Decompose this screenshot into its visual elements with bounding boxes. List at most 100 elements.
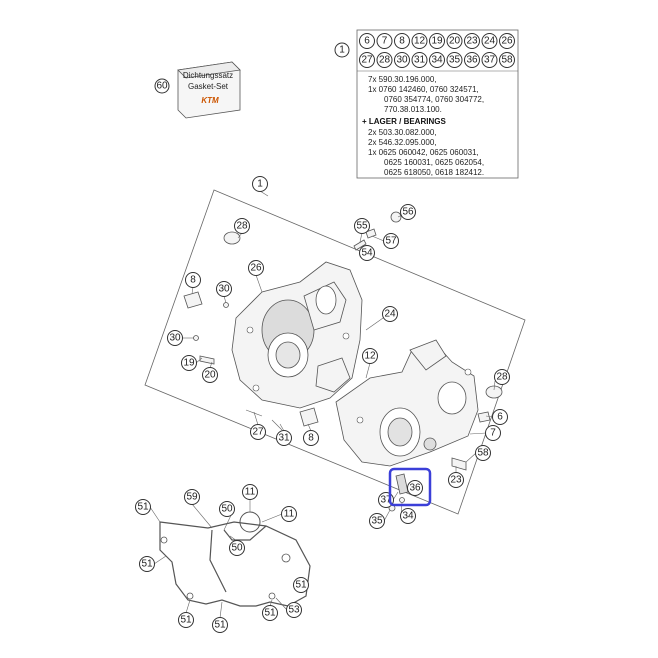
callout-30[interactable]: 30 (216, 281, 232, 297)
callout-51[interactable]: 51 (293, 577, 309, 593)
callout-26[interactable]: 26 (248, 260, 264, 276)
callout-19[interactable]: 19 (181, 355, 197, 371)
svg-text:1: 1 (257, 179, 263, 190)
callout-info-box[interactable]: 1 (334, 42, 350, 58)
callout-35[interactable]: 35 (369, 513, 385, 529)
info-ref-7[interactable]: 7 (376, 33, 393, 49)
callout-kit[interactable]: 60 (154, 78, 170, 94)
info-ref-8[interactable]: 8 (394, 33, 410, 49)
kit-brand-logo: KTM (201, 96, 219, 105)
callout-11[interactable]: 11 (281, 506, 297, 522)
spring-36-icon (395, 473, 409, 495)
svg-text:6: 6 (364, 36, 370, 47)
svg-text:51: 51 (141, 559, 153, 570)
info-ref-36[interactable]: 36 (464, 52, 480, 68)
svg-text:23: 23 (466, 36, 478, 47)
left-crankcase-half[interactable] (231, 261, 363, 409)
crankcase-group-outline (144, 189, 526, 515)
contents-line: 7x 590.30.196.000, (368, 75, 437, 84)
info-ref-58[interactable]: 58 (499, 52, 515, 68)
svg-text:26: 26 (250, 263, 262, 274)
callout-23[interactable]: 23 (448, 472, 464, 488)
callout-55[interactable]: 55 (354, 218, 370, 234)
info-ref-28[interactable]: 28 (376, 52, 393, 68)
callout-12[interactable]: 12 (362, 348, 378, 364)
svg-text:24: 24 (484, 36, 496, 47)
bearings-line: 0625 618050, 0618 182412. (384, 168, 484, 177)
callout-34[interactable]: 34 (400, 508, 416, 524)
callout-50[interactable]: 50 (219, 501, 235, 517)
callout-57[interactable]: 57 (383, 233, 399, 249)
info-ref-27[interactable]: 27 (359, 52, 375, 68)
svg-text:26: 26 (501, 36, 513, 47)
callout-6[interactable]: 6 (492, 409, 508, 425)
info-ref-24[interactable]: 24 (481, 33, 498, 49)
svg-text:19: 19 (431, 36, 443, 47)
callout-24[interactable]: 24 (382, 306, 398, 322)
callout-58[interactable]: 58 (475, 445, 491, 461)
svg-text:6: 6 (497, 412, 503, 423)
svg-text:51: 51 (264, 608, 276, 619)
callout-54[interactable]: 54 (359, 245, 375, 261)
callout-28[interactable]: 28 (494, 369, 510, 385)
svg-text:31: 31 (278, 433, 290, 444)
callout-27[interactable]: 27 (250, 424, 266, 440)
callout-7[interactable]: 7 (485, 425, 501, 441)
kit-label-line1: Dichtungssatz (183, 71, 233, 80)
callout-20[interactable]: 20 (202, 367, 218, 383)
callout-8[interactable]: 8 (185, 272, 201, 288)
gasket-kit[interactable]: Dichtungssatz Gasket-Set KTM (177, 61, 241, 119)
callout-8[interactable]: 8 (303, 430, 319, 446)
svg-text:60: 60 (156, 81, 168, 92)
svg-text:51: 51 (137, 502, 149, 513)
callout-36[interactable]: 36 (407, 480, 423, 496)
gasket-inner-icon (209, 529, 227, 593)
info-ref-26[interactable]: 26 (499, 33, 515, 49)
dowel-30-top-icon (223, 302, 229, 308)
gasket-outline-group[interactable] (149, 499, 311, 619)
svg-text:51: 51 (180, 615, 192, 626)
callout-51[interactable]: 51 (212, 617, 228, 633)
info-ref-30[interactable]: 30 (394, 52, 410, 68)
callout-51[interactable]: 51 (139, 556, 155, 572)
selection-highlight (388, 467, 432, 507)
callout-11[interactable]: 11 (242, 484, 258, 500)
svg-text:31: 31 (414, 55, 426, 66)
callout-30[interactable]: 30 (167, 330, 183, 346)
bushing-8-top-icon (183, 291, 203, 309)
svg-text:53: 53 (288, 605, 300, 616)
svg-text:7: 7 (490, 428, 496, 439)
callout-51[interactable]: 51 (135, 499, 151, 515)
callout-53[interactable]: 53 (286, 602, 302, 618)
callout-51[interactable]: 51 (262, 605, 278, 621)
callout-51[interactable]: 51 (178, 612, 194, 628)
callout-50[interactable]: 50 (229, 540, 245, 556)
bearings-line: 1x 0625 060042, 0625 060031, (368, 148, 479, 157)
info-ref-37[interactable]: 37 (481, 52, 498, 68)
info-ref-6[interactable]: 6 (359, 33, 375, 49)
callout-31[interactable]: 31 (276, 430, 292, 446)
bearings-line: 2x 503.30.082.000, (368, 128, 437, 137)
info-ref-20[interactable]: 20 (446, 33, 463, 49)
info-ref-35[interactable]: 35 (446, 52, 463, 68)
callout-56[interactable]: 56 (400, 204, 416, 220)
callout-59[interactable]: 59 (184, 489, 200, 505)
svg-text:12: 12 (414, 36, 426, 47)
info-ref-31[interactable]: 31 (411, 52, 428, 68)
callout-28[interactable]: 28 (234, 218, 250, 234)
svg-text:34: 34 (431, 55, 443, 66)
info-contents: 7x 590.30.196.000,1x 0760 142460, 0760 3… (362, 75, 484, 177)
svg-text:35: 35 (449, 55, 461, 66)
info-ref-12[interactable]: 12 (411, 33, 428, 49)
callouts-layer: 1 28 55 56 57 54 26 8 30 24 30 12 19 20 28 67 27 31 8 58 23 3… (135, 176, 510, 633)
info-ref-23[interactable]: 23 (464, 33, 480, 49)
info-ref-19[interactable]: 19 (429, 33, 445, 49)
info-ref-34[interactable]: 34 (429, 52, 445, 68)
svg-text:57: 57 (385, 236, 397, 247)
washer-34-icon (399, 497, 405, 503)
right-crankcase-half[interactable] (335, 339, 479, 467)
svg-text:59: 59 (186, 492, 198, 503)
small-parts (183, 211, 503, 512)
callout-1[interactable]: 1 (252, 176, 268, 192)
